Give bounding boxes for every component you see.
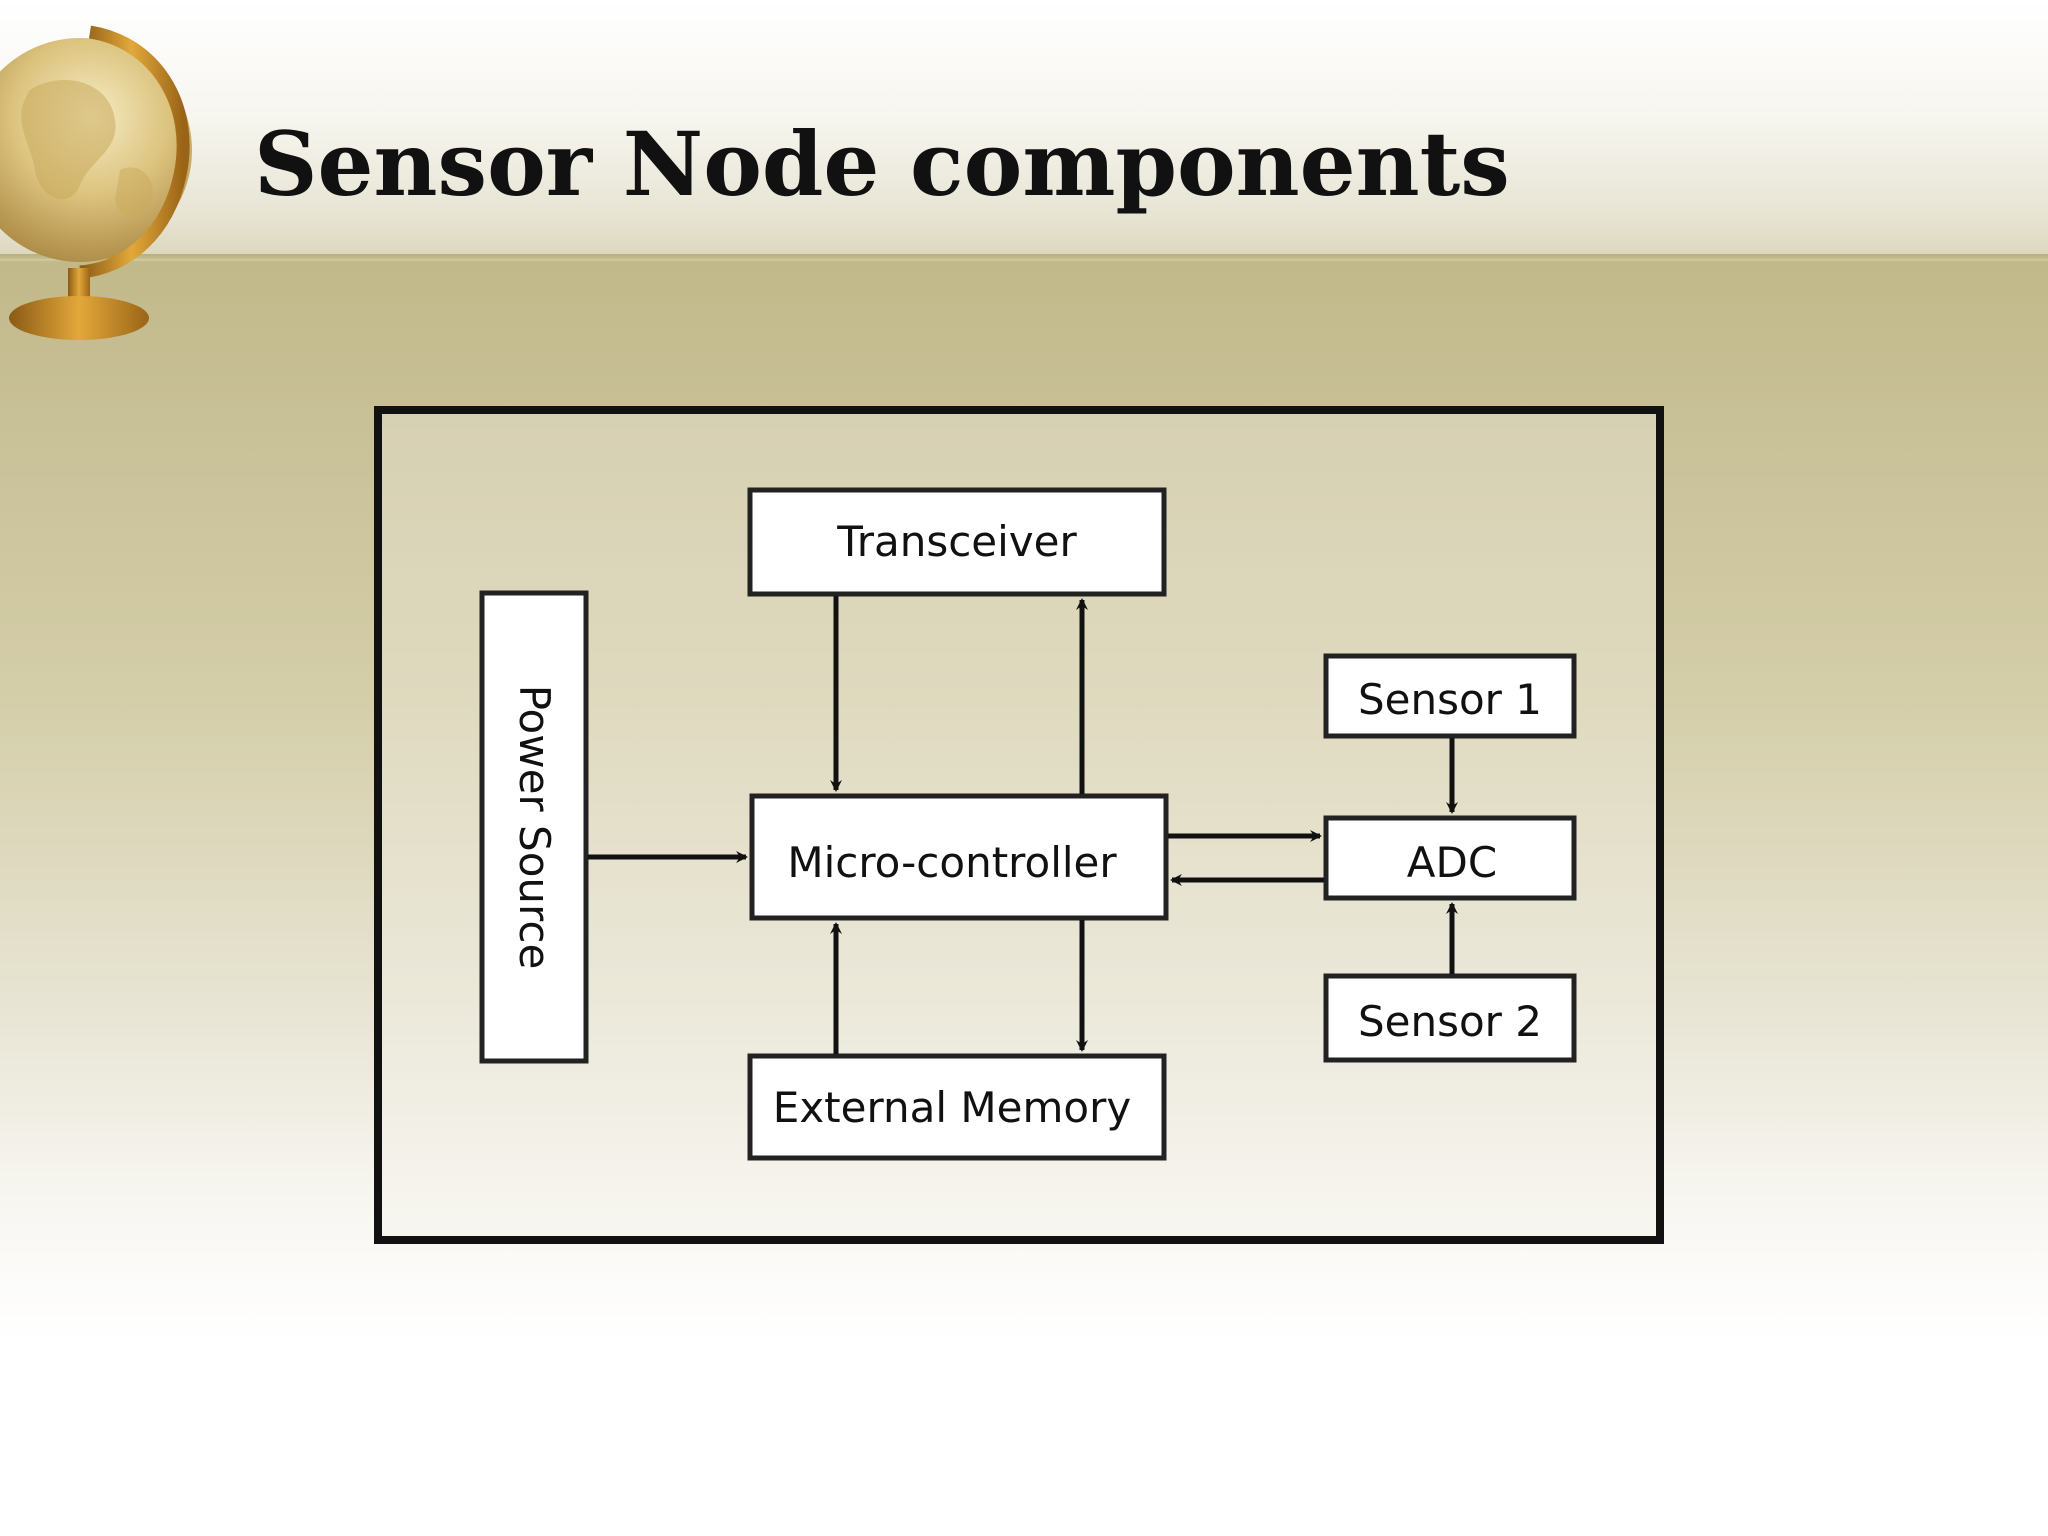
node-microcontroller: Micro-controller xyxy=(749,793,1169,921)
title-band xyxy=(0,0,2048,256)
globe-icon xyxy=(0,25,192,340)
node-adc: ADC xyxy=(1323,815,1577,901)
node-external-memory-label: External Memory xyxy=(773,1083,1131,1132)
node-sensor1-label: Sensor 1 xyxy=(1358,675,1542,724)
node-sensor1: Sensor 1 xyxy=(1323,653,1577,739)
node-power-source-label: Power Source xyxy=(510,685,559,970)
node-power-source: Power Source xyxy=(479,590,589,1064)
node-external-memory: External Memory xyxy=(747,1053,1167,1161)
node-transceiver-label: Transceiver xyxy=(836,517,1077,566)
title-divider xyxy=(0,254,2048,259)
node-adc-label: ADC xyxy=(1407,838,1497,887)
node-sensor2-label: Sensor 2 xyxy=(1358,997,1542,1046)
node-transceiver: Transceiver xyxy=(747,487,1167,597)
node-sensor2: Sensor 2 xyxy=(1323,973,1577,1063)
node-microcontroller-label: Micro-controller xyxy=(787,838,1117,887)
slide-title: Sensor Node components xyxy=(254,112,1510,216)
